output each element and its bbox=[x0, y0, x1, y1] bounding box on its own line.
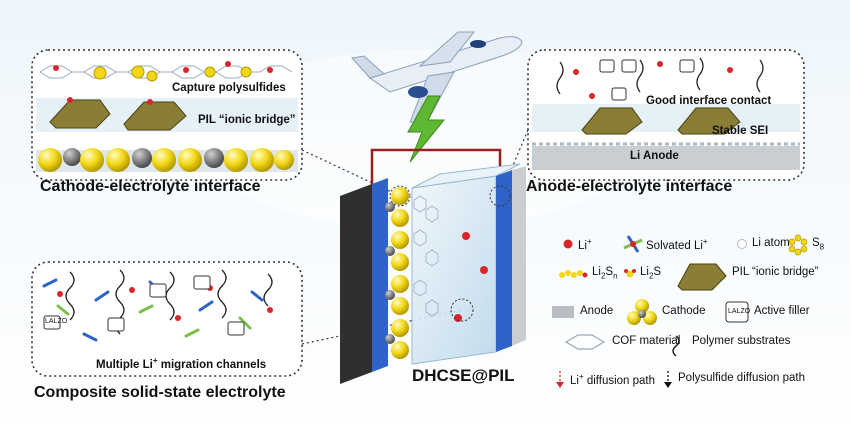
pil-bridge-label: PIL “ionic bridge” bbox=[198, 114, 296, 126]
legend-li-path: Li+ diffusion path bbox=[570, 372, 656, 387]
legend-ps-path: Polysulfide diffusion path bbox=[678, 372, 806, 384]
filler-tag: LALZO bbox=[45, 318, 68, 325]
legend-li2s: Li2S bbox=[640, 266, 662, 281]
li2s-icon bbox=[624, 269, 636, 278]
airplane-icon bbox=[351, 31, 523, 125]
capture-polysulfides-label: Capture polysulfides bbox=[172, 82, 286, 94]
polymer-substrate-icon bbox=[672, 335, 680, 357]
stable-sei-label: Stable SEI bbox=[712, 125, 769, 137]
s8-icon bbox=[788, 234, 808, 256]
legend-filler-tag: LALZO bbox=[728, 308, 751, 315]
pil-bridge-icon bbox=[677, 263, 727, 291]
electrolyte-title: Composite solid-state electrolyte bbox=[34, 384, 286, 401]
legend-li2sn: Li2Sn bbox=[592, 266, 618, 281]
legend-anode: Anode bbox=[580, 305, 614, 317]
cathode-swatch bbox=[627, 299, 657, 325]
battery-label: DHCSE@PIL bbox=[412, 366, 515, 385]
anode-interface-title: Anode-electrolyte interface bbox=[526, 178, 733, 195]
cathode-interface-title: Cathode-electrolyte interface bbox=[40, 178, 261, 195]
li2sn-icon bbox=[559, 270, 588, 278]
li-anode-label: Li Anode bbox=[630, 150, 679, 162]
polysulfide-diffusion-arrow-icon bbox=[664, 371, 672, 388]
legend-li-atom: Li atom bbox=[752, 237, 790, 249]
lightning-bolt-icon bbox=[407, 95, 446, 163]
li-ion-icon bbox=[563, 239, 573, 249]
anode-interface-panel bbox=[527, 49, 805, 181]
li-diffusion-arrow-icon bbox=[556, 371, 564, 388]
anode-swatch bbox=[552, 306, 574, 318]
cof-material-icon bbox=[564, 334, 606, 350]
legend-active-filler: Active filler bbox=[754, 305, 810, 317]
cathode-interface-panel bbox=[31, 49, 303, 181]
cathode-plate bbox=[340, 184, 372, 384]
legend-s8: S8 bbox=[812, 237, 825, 252]
good-contact-label: Good interface contact bbox=[646, 95, 772, 107]
cathode-sulfur-column bbox=[385, 187, 409, 359]
battery-cell bbox=[340, 148, 526, 384]
legend-pil: PIL “ionic bridge” bbox=[732, 266, 819, 278]
legend-cof: COF material bbox=[612, 335, 681, 347]
sulfur-sphere-layer bbox=[38, 148, 294, 172]
legend-graphics bbox=[552, 234, 808, 388]
solvated-li-icon bbox=[623, 235, 643, 253]
active-filler-icon bbox=[725, 301, 749, 323]
electrolyte-panel bbox=[31, 261, 303, 377]
legend-cathode: Cathode bbox=[662, 305, 706, 317]
li-atom-icon bbox=[737, 239, 747, 249]
migration-channels-label: Multiple Li+ migration channels bbox=[96, 356, 267, 371]
legend-solvated-li: Solvated Li+ bbox=[646, 237, 708, 252]
legend-li-ion: Li+ bbox=[578, 237, 592, 252]
pil-bridge-molecule bbox=[49, 97, 187, 131]
anode-plate bbox=[496, 170, 512, 352]
legend-polymer: Polymer substrates bbox=[692, 335, 791, 347]
